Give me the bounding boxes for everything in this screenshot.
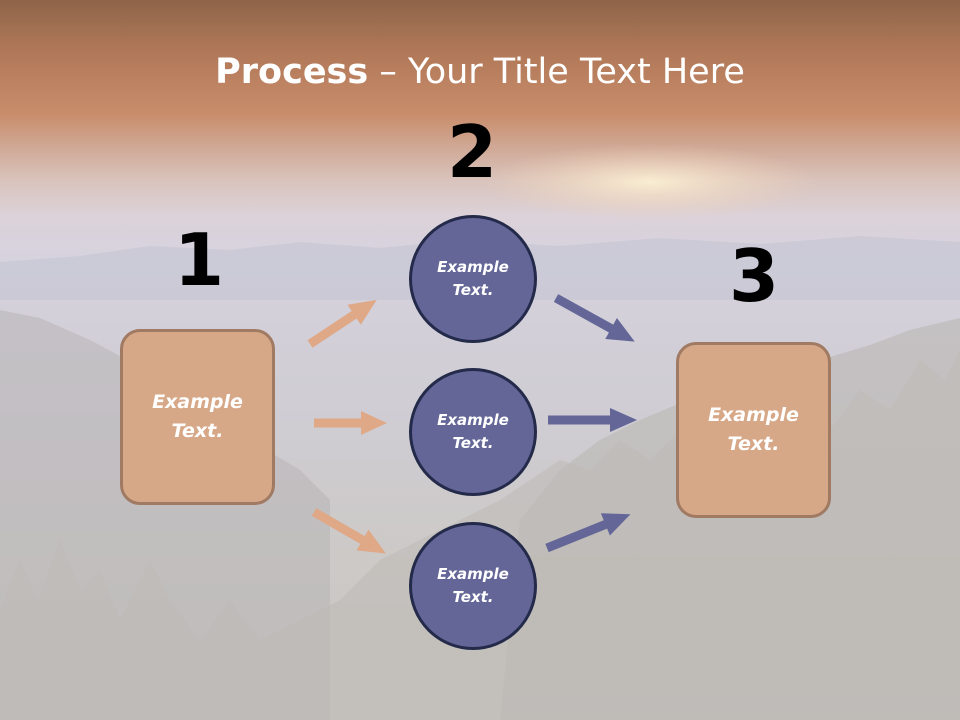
circle-bottom-label: Example Text.	[437, 565, 509, 606]
step-three-label: Example Text.	[708, 404, 799, 455]
step-one-box: Example Text.	[120, 329, 275, 505]
circle-middle-label: Example Text.	[437, 411, 509, 452]
circle-top-label: Example Text.	[437, 258, 509, 299]
sun-glow	[480, 144, 820, 220]
arrow-one-to-middle	[314, 411, 387, 435]
step-number-2: 2	[446, 110, 498, 194]
title-bold: Process	[215, 52, 369, 92]
title-rest: – Your Title Text Here	[368, 52, 745, 92]
arrow-top-to-three	[553, 294, 635, 342]
slide-title: Process – Your Title Text Here	[0, 52, 960, 92]
step-one-label: Example Text.	[152, 391, 243, 442]
arrow-one-to-bottom	[311, 508, 386, 554]
step-three-box: Example Text.	[676, 342, 831, 518]
step-number-3: 3	[728, 234, 780, 318]
arrow-one-to-top	[307, 299, 377, 348]
step-two-circle-middle: Example Text.	[409, 368, 537, 496]
step-two-circle-top: Example Text.	[409, 215, 537, 343]
step-two-circle-bottom: Example Text.	[409, 522, 537, 650]
step-number-1: 1	[173, 218, 225, 302]
arrow-bottom-to-three	[545, 513, 631, 553]
arrow-middle-to-three	[548, 408, 637, 432]
